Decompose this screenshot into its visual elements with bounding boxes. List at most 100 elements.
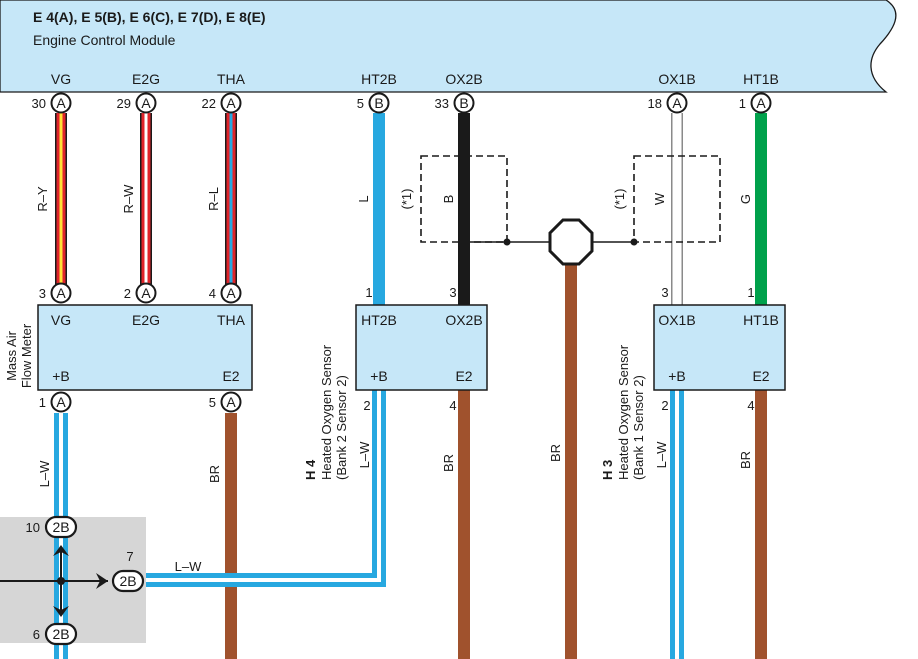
wire-ground bbox=[565, 262, 577, 659]
wire-label-maf-b: L–W bbox=[37, 460, 52, 487]
h3-pin-ox1b: OX1B bbox=[658, 312, 695, 328]
maf-pin-tha: THA bbox=[217, 312, 246, 328]
h4-pin-number: 3 bbox=[449, 285, 456, 300]
ecm-connector-ht2b: B 5 bbox=[357, 92, 390, 114]
ecm-pin-tha: THA bbox=[217, 71, 246, 87]
junction-pin-number: 6 bbox=[33, 627, 40, 642]
wire-ox1b bbox=[671, 113, 683, 305]
h4-pin-number: 1 bbox=[365, 285, 372, 300]
ecm-pin-number: 29 bbox=[117, 96, 131, 111]
svg-text:A: A bbox=[226, 285, 236, 301]
maf-pin-number: 1 bbox=[39, 395, 46, 410]
h3-pin-number: 4 bbox=[747, 398, 754, 413]
svg-text:2B: 2B bbox=[52, 626, 69, 642]
h3-name-line1: Heated Oxygen Sensor bbox=[616, 344, 631, 480]
junction-connector-7: 2B 7 bbox=[111, 549, 145, 593]
svg-text:A: A bbox=[141, 285, 151, 301]
ecm-code: E 4(A), E 5(B), E 6(C), E 7(D), E 8(E) bbox=[33, 9, 266, 25]
svg-text:A: A bbox=[56, 95, 66, 111]
junction-connector-10: 2B 10 bbox=[26, 515, 78, 539]
wire-label-junction: L–W bbox=[175, 559, 202, 574]
maf-pin-e2: E2 bbox=[222, 368, 239, 384]
ecm-pin-number: 33 bbox=[435, 96, 449, 111]
ecm-module-panel bbox=[0, 0, 897, 93]
h4-name-line1: Heated Oxygen Sensor bbox=[319, 344, 334, 480]
h4-pin-number: 4 bbox=[449, 398, 456, 413]
maf-name-line1: Mass Air bbox=[4, 330, 19, 381]
svg-text:B: B bbox=[374, 95, 383, 111]
ecm-connector-tha: A 22 bbox=[202, 92, 242, 114]
wire-label-ox1b: W bbox=[652, 192, 667, 205]
arrow-right-icon bbox=[96, 573, 108, 589]
maf-connector-b: A 1 bbox=[39, 391, 72, 413]
h4-pin-e2: E2 bbox=[455, 368, 472, 384]
ecm-pin-vg: VG bbox=[51, 71, 71, 87]
h4-pin-b: +B bbox=[370, 368, 388, 384]
maf-pin-number: 5 bbox=[209, 395, 216, 410]
shield-junction-dot bbox=[503, 238, 511, 246]
maf-pin-number: 4 bbox=[209, 286, 216, 301]
wire-h4-e2 bbox=[458, 390, 470, 659]
wire-label-h4-e2: BR bbox=[441, 454, 456, 472]
h4-pin-number: 2 bbox=[363, 398, 370, 413]
ecm-connector-ht1b: A 1 bbox=[739, 92, 772, 114]
wire-h3-e2 bbox=[755, 390, 767, 659]
wire-ox2b bbox=[458, 113, 470, 305]
ecm-pin-number: 1 bbox=[739, 96, 746, 111]
ecm-connector-e2g: A 29 bbox=[117, 92, 157, 114]
wire-label-h3-e2: BR bbox=[738, 451, 753, 469]
ecm-connector-vg: A 30 bbox=[32, 92, 72, 114]
h4-pin-ht2b: HT2B bbox=[361, 312, 397, 328]
maf-pin-e2g: E2G bbox=[132, 312, 160, 328]
ground-point-icon bbox=[548, 218, 594, 266]
shield-note-left: (*1) bbox=[399, 189, 414, 210]
svg-text:A: A bbox=[56, 285, 66, 301]
wire-label-ht2b: L bbox=[356, 195, 371, 202]
maf-connector-vg: A 3 bbox=[39, 282, 72, 304]
wire-label-maf-e2: BR bbox=[207, 465, 222, 483]
ecm-pin-number: 30 bbox=[32, 96, 46, 111]
maf-box bbox=[37, 304, 253, 391]
h4-name-line2: (Bank 2 Sensor 2) bbox=[334, 375, 349, 480]
h3-pin-number: 1 bbox=[747, 285, 754, 300]
h3-pin-number: 3 bbox=[661, 285, 668, 300]
h3-code: H 3 bbox=[600, 460, 615, 480]
svg-text:A: A bbox=[226, 394, 236, 410]
shield-note-right: (*1) bbox=[612, 189, 627, 210]
h3-pin-ht1b: HT1B bbox=[743, 312, 779, 328]
wire-maf-e2 bbox=[225, 413, 237, 659]
wire-label-tha: R–L bbox=[206, 187, 221, 211]
ecm-name: Engine Control Module bbox=[33, 32, 176, 48]
ecm-pin-ox2b: OX2B bbox=[445, 71, 482, 87]
maf-pin-b: +B bbox=[52, 368, 70, 384]
svg-text:A: A bbox=[672, 95, 682, 111]
svg-text:A: A bbox=[56, 394, 66, 410]
wire-label-ox2b: B bbox=[441, 195, 456, 204]
maf-pin-number: 3 bbox=[39, 286, 46, 301]
svg-text:A: A bbox=[756, 95, 766, 111]
h3-box bbox=[653, 304, 786, 391]
wire-label-h3-b: L–W bbox=[654, 441, 669, 468]
wire-label-ht1b: G bbox=[738, 194, 753, 204]
svg-text:A: A bbox=[141, 95, 151, 111]
h3-pin-number: 2 bbox=[661, 398, 668, 413]
wire-tha bbox=[225, 113, 237, 285]
h3-pin-b: +B bbox=[668, 368, 686, 384]
shield-junction-dot bbox=[630, 238, 638, 246]
maf-connector-tha: A 4 bbox=[209, 282, 242, 304]
maf-connector-e2g: A 2 bbox=[124, 282, 157, 304]
shield-box-right bbox=[633, 155, 721, 243]
h4-box bbox=[355, 304, 488, 391]
wire-vg bbox=[55, 113, 67, 285]
h4-code: H 4 bbox=[303, 459, 318, 480]
junction-pin-number: 7 bbox=[126, 549, 133, 564]
ecm-pin-ht2b: HT2B bbox=[361, 71, 397, 87]
wire-label-vg: R–Y bbox=[35, 186, 50, 212]
h3-pin-e2: E2 bbox=[752, 368, 769, 384]
maf-pin-vg: VG bbox=[51, 312, 71, 328]
wire-h4-b bbox=[140, 390, 386, 587]
wire-label-e2g: R–W bbox=[121, 184, 136, 214]
ecm-pin-ht1b: HT1B bbox=[743, 71, 779, 87]
ecm-connector-ox1b: A 18 bbox=[648, 92, 688, 114]
wire-label-ground: BR bbox=[548, 444, 563, 462]
